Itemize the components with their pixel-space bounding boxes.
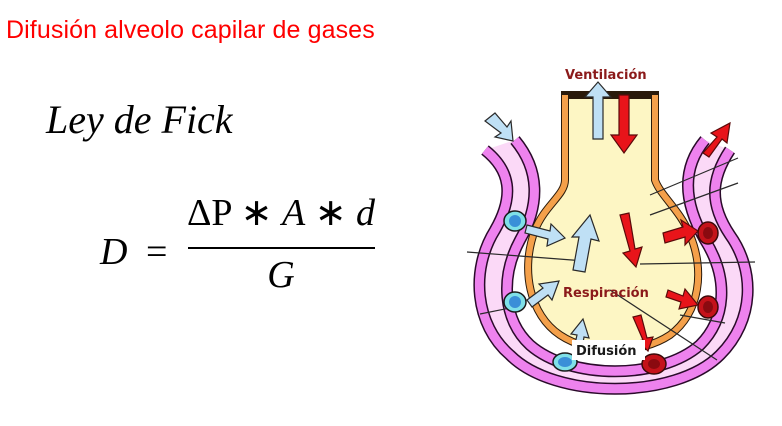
- blue-blood-cells: [503, 210, 578, 372]
- outflow-arrow: [702, 121, 731, 158]
- formula-denominator: G: [267, 254, 295, 296]
- inflow-arrow: [484, 112, 514, 142]
- co2-arrows: [609, 94, 731, 353]
- slide-title: Difusión alveolo capilar de gases: [6, 16, 375, 44]
- oxygenated-cell-core: [703, 227, 713, 239]
- pointer-line: [609, 289, 718, 361]
- formula-times: ∗: [240, 192, 273, 234]
- diffusion-arrow: [524, 222, 567, 247]
- pointer-line: [649, 182, 739, 216]
- pointer-line: [639, 261, 756, 265]
- pointer-lines: [466, 157, 756, 361]
- ventilation-up-arrow: [583, 81, 613, 140]
- alveolus-sac: [524, 91, 703, 354]
- diffusion-label-bg: [572, 340, 645, 360]
- formula-numerator: ΔP ∗ A ∗ d: [186, 190, 376, 235]
- alveolar-up-arrow: [570, 213, 600, 273]
- diffusion-arrow: [526, 280, 560, 308]
- pointer-line: [466, 251, 586, 262]
- alveolus-diagram: Ventilación Respiración Difusión: [466, 68, 756, 395]
- diffusion-label: Difusión: [576, 344, 637, 359]
- deoxygenated-cell-core: [509, 215, 521, 227]
- alveolus: [524, 91, 703, 354]
- diffusion-out-arrow: [662, 218, 699, 247]
- law-title: Ley de Fick: [46, 97, 233, 142]
- capillary-outer-wall-color: [474, 146, 753, 394]
- deoxygenated-cell-core: [558, 357, 572, 367]
- pointer-line: [679, 314, 726, 324]
- pointer-line: [649, 157, 739, 196]
- formula-lhs: D: [100, 231, 128, 273]
- fraction-bar: [188, 247, 375, 249]
- formula-area: A: [281, 192, 306, 234]
- diffusion-out-arrow: [665, 287, 700, 310]
- formula-equals: =: [146, 231, 168, 273]
- red-blood-cells: [641, 221, 719, 375]
- formula-coefficient: d: [356, 192, 376, 234]
- respiration-label: Respiración: [563, 286, 649, 301]
- ventilation-label: Ventilación: [565, 68, 647, 83]
- oxygenated-cell-core: [648, 359, 660, 369]
- oxygenated-cell-core: [703, 301, 713, 313]
- ventilation-down-arrow: [609, 94, 639, 155]
- deoxygenated-cell-core: [509, 296, 521, 308]
- formula-times: ∗: [314, 192, 347, 234]
- formula-delta-p: ΔP: [186, 192, 232, 234]
- alveolar-down-arrow: [619, 212, 643, 269]
